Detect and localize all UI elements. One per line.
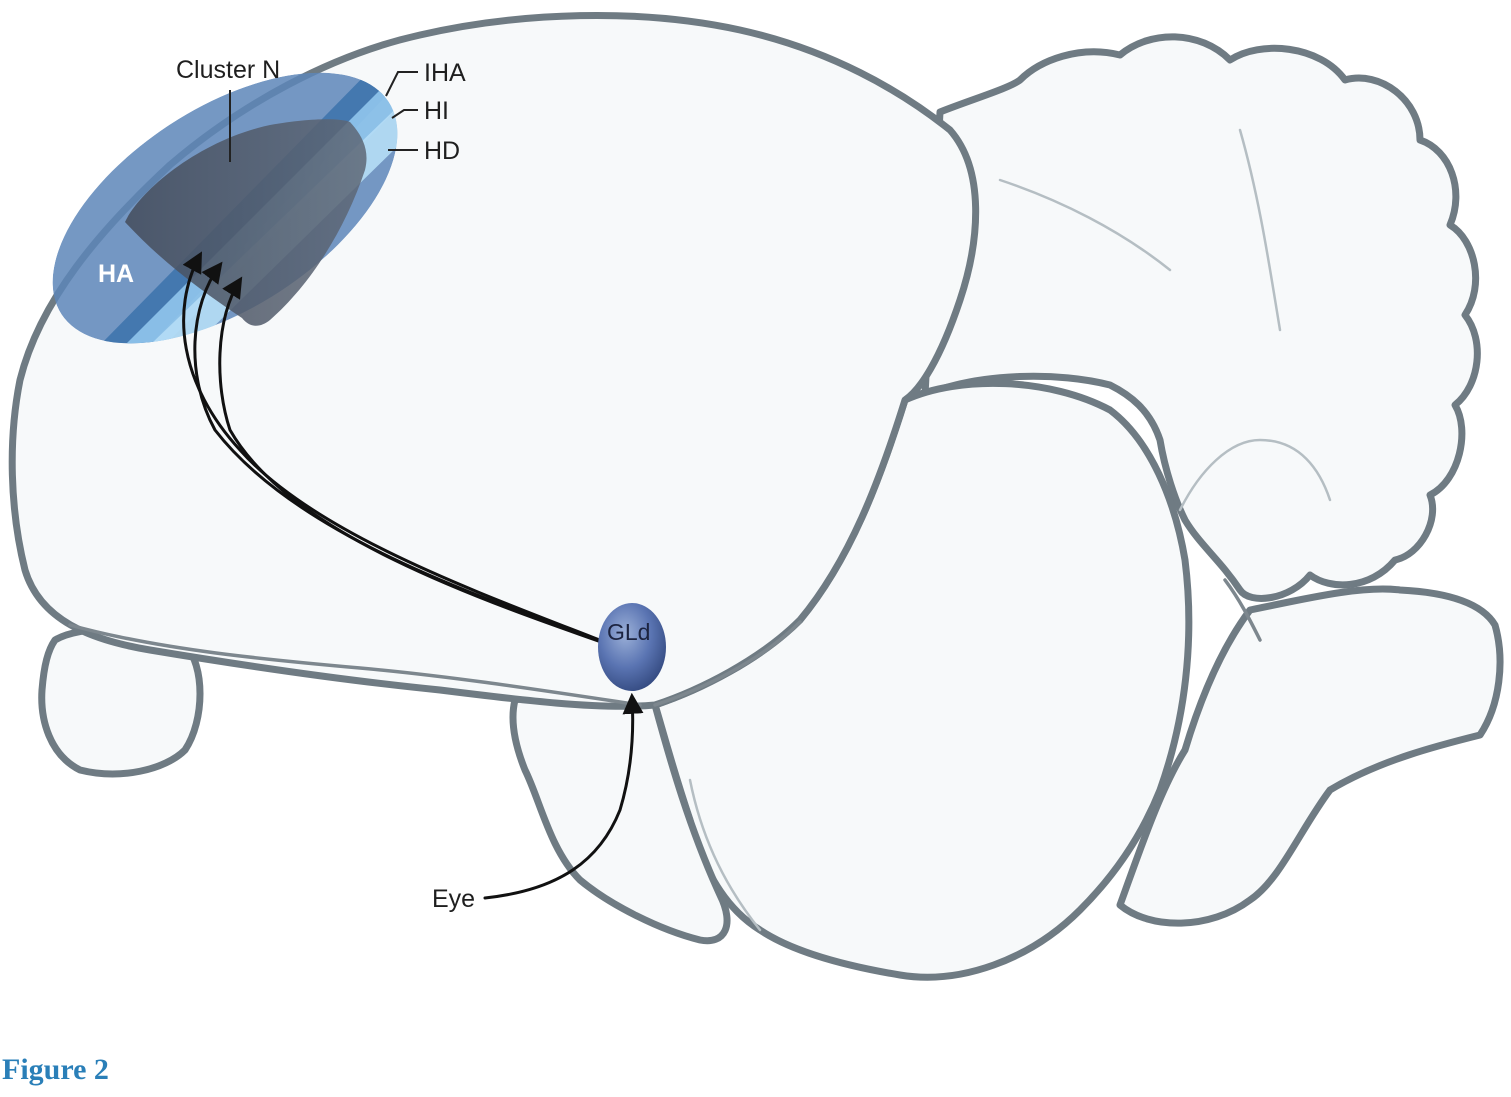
label-ha: HA xyxy=(98,260,134,288)
figure-caption: Figure 2 xyxy=(2,1053,109,1086)
label-hi: HI xyxy=(424,97,449,125)
brainstem-joint xyxy=(1223,578,1262,642)
label-hd: HD xyxy=(424,137,460,165)
gld-to-hyperpallium-path-3 xyxy=(218,276,632,654)
label-gld: GLd xyxy=(607,619,650,645)
leader-lines xyxy=(229,71,418,162)
cerebellum-fold-2 xyxy=(998,178,1172,272)
eye-to-gld-path xyxy=(483,692,644,900)
hemisphere-ventral-edge xyxy=(68,623,642,707)
projection-pathways xyxy=(182,251,644,900)
cerebellum-fold-1 xyxy=(1178,438,1332,512)
gld-nucleus xyxy=(598,603,666,691)
label-iha: IHA xyxy=(424,59,466,87)
label-cluster-n: Cluster N xyxy=(176,56,280,84)
cerebellum xyxy=(921,33,1481,602)
hi-leader xyxy=(391,109,418,119)
label-eye: Eye xyxy=(432,885,475,913)
tectum-shading xyxy=(688,778,762,932)
tectum-dorsal-edge xyxy=(653,620,802,707)
iha-leader xyxy=(385,71,418,97)
brainstem xyxy=(1116,585,1504,927)
cerebellum-fold-3 xyxy=(1238,128,1282,332)
